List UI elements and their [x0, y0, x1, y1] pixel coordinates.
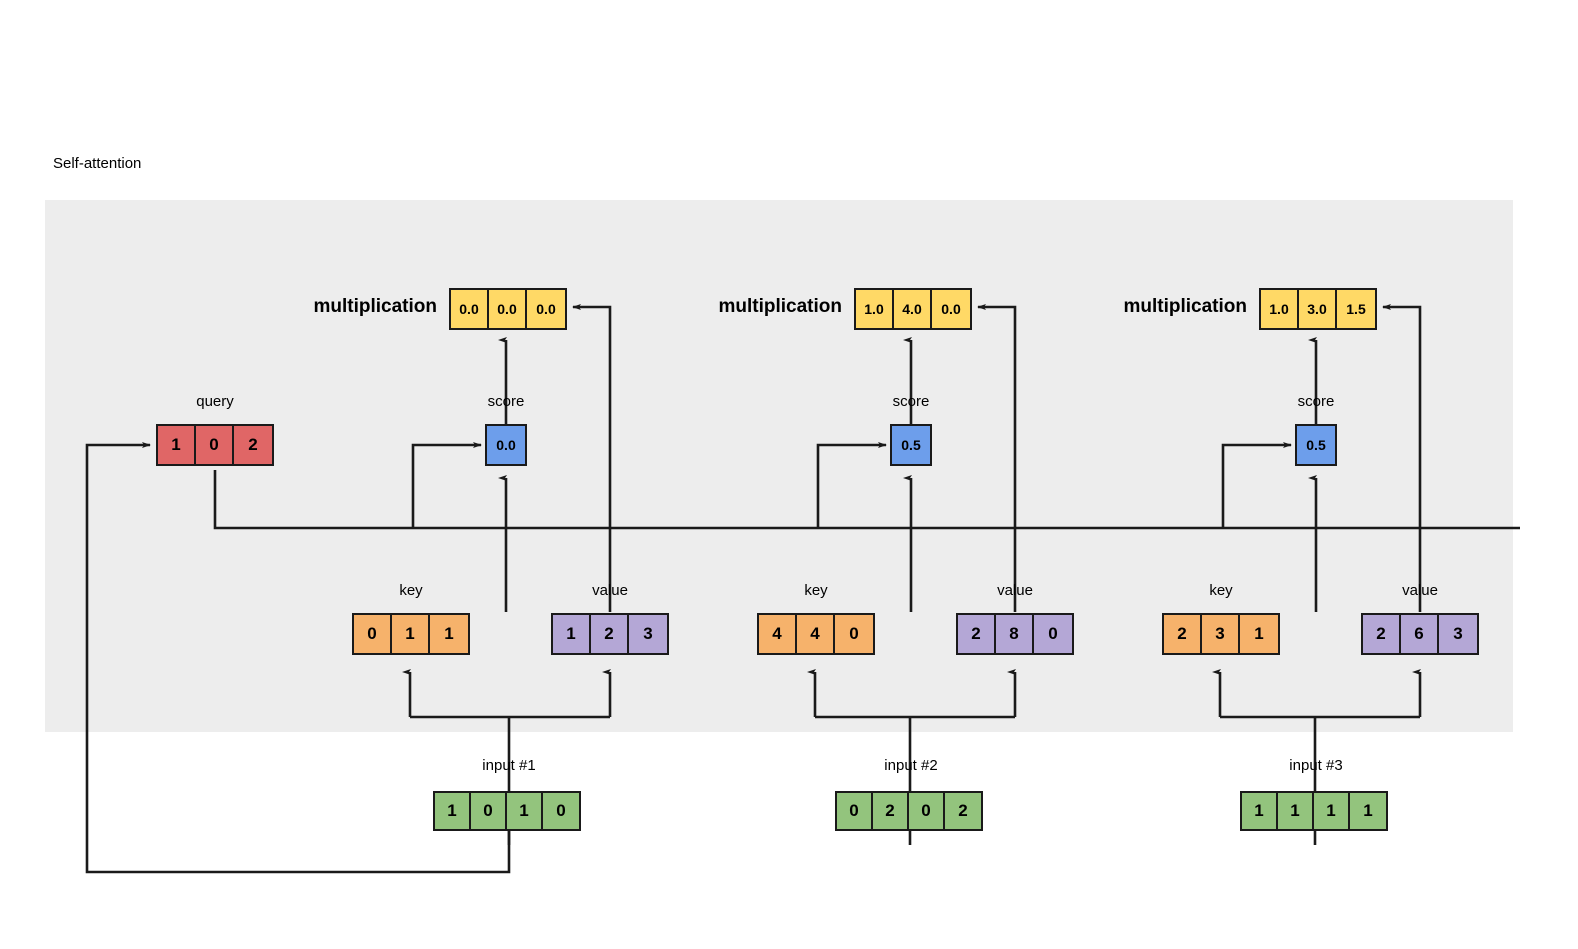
multiplication-cell: 3.0 [1299, 290, 1337, 328]
connector-query-bus [213, 470, 1520, 530]
value-cell: 2 [1363, 615, 1401, 653]
value-vector-2[interactable]: 2 8 0 [956, 613, 1074, 655]
input-caption-2: input #2 [884, 757, 938, 774]
multiplication-label-2: multiplication [718, 296, 843, 317]
query-vector[interactable]: 1 0 2 [156, 424, 274, 466]
key-caption-3: key [1209, 582, 1233, 599]
value-caption-2: value [997, 582, 1033, 599]
connector-value3-to-mult3 [1382, 304, 1422, 612]
input-cell: 1 [1350, 793, 1386, 829]
connector-bus-to-score1 [411, 442, 482, 528]
multiplication-cell: 0.0 [932, 290, 970, 328]
value-cell: 2 [591, 615, 629, 653]
key-cell: 3 [1202, 615, 1240, 653]
multiplication-vector-3[interactable]: 1.0 3.0 1.5 [1259, 288, 1377, 330]
multiplication-cell: 1.5 [1337, 290, 1375, 328]
value-cell: 8 [996, 615, 1034, 653]
input-cell: 1 [435, 793, 471, 829]
query-cell: 1 [158, 426, 196, 464]
value-caption-1: value [592, 582, 628, 599]
multiplication-cell: 0.0 [451, 290, 489, 328]
key-cell: 1 [1240, 615, 1278, 653]
value-vector-3[interactable]: 2 6 3 [1361, 613, 1479, 655]
score-vector-2[interactable]: 0.5 [890, 424, 932, 466]
input-vector-1[interactable]: 1 0 1 0 [433, 791, 581, 831]
score-caption-1: score [487, 393, 525, 410]
input-cell: 0 [471, 793, 507, 829]
input-cell: 1 [1314, 793, 1350, 829]
input-cell: 1 [1278, 793, 1314, 829]
key-caption-1: key [399, 582, 423, 599]
input-cell: 2 [873, 793, 909, 829]
connector-value2-to-mult2 [977, 304, 1017, 612]
value-cell: 3 [1439, 615, 1477, 653]
input-cell: 0 [837, 793, 873, 829]
multiplication-vector-1[interactable]: 0.0 0.0 0.0 [449, 288, 567, 330]
key-cell: 4 [759, 615, 797, 653]
key-cell: 4 [797, 615, 835, 653]
input-vector-3[interactable]: 1 1 1 1 [1240, 791, 1388, 831]
key-cell: 1 [430, 615, 468, 653]
multiplication-cell: 1.0 [1261, 290, 1299, 328]
input-cell: 2 [945, 793, 981, 829]
score-cell: 0.0 [487, 426, 525, 464]
multiplication-vector-2[interactable]: 1.0 4.0 0.0 [854, 288, 972, 330]
score-vector-1[interactable]: 0.0 [485, 424, 527, 466]
value-cell: 6 [1401, 615, 1439, 653]
page-title: Self-attention [53, 155, 142, 172]
key-cell: 1 [392, 615, 430, 653]
input-caption-1: input #1 [482, 757, 536, 774]
input-cell: 0 [543, 793, 579, 829]
input-cell: 1 [507, 793, 543, 829]
value-cell: 0 [1034, 615, 1072, 653]
score-cell: 0.5 [892, 426, 930, 464]
multiplication-label-1: multiplication [313, 296, 438, 317]
connector-input1-to-query [85, 442, 511, 874]
key-cell: 0 [835, 615, 873, 653]
connector-bus-to-score3 [1221, 442, 1292, 528]
value-cell: 1 [553, 615, 591, 653]
multiplication-cell: 4.0 [894, 290, 932, 328]
value-caption-3: value [1402, 582, 1438, 599]
multiplication-label-3: multiplication [1123, 296, 1248, 317]
value-vector-1[interactable]: 1 2 3 [551, 613, 669, 655]
score-cell: 0.5 [1297, 426, 1335, 464]
query-cell: 2 [234, 426, 272, 464]
key-cell: 0 [354, 615, 392, 653]
input-caption-3: input #3 [1289, 757, 1343, 774]
connector-value1-to-mult1 [572, 304, 612, 612]
key-vector-3[interactable]: 2 3 1 [1162, 613, 1280, 655]
score-caption-2: score [892, 393, 930, 410]
score-caption-3: score [1297, 393, 1335, 410]
connector-bus-to-score2 [816, 442, 887, 528]
query-cell: 0 [196, 426, 234, 464]
key-cell: 2 [1164, 615, 1202, 653]
multiplication-cell: 0.0 [527, 290, 565, 328]
multiplication-cell: 1.0 [856, 290, 894, 328]
value-cell: 2 [958, 615, 996, 653]
multiplication-cell: 0.0 [489, 290, 527, 328]
key-vector-2[interactable]: 4 4 0 [757, 613, 875, 655]
input-cell: 1 [1242, 793, 1278, 829]
query-caption: query [196, 393, 234, 410]
input-cell: 0 [909, 793, 945, 829]
input-vector-2[interactable]: 0 2 0 2 [835, 791, 983, 831]
key-vector-1[interactable]: 0 1 1 [352, 613, 470, 655]
score-vector-3[interactable]: 0.5 [1295, 424, 1337, 466]
key-caption-2: key [804, 582, 828, 599]
value-cell: 3 [629, 615, 667, 653]
